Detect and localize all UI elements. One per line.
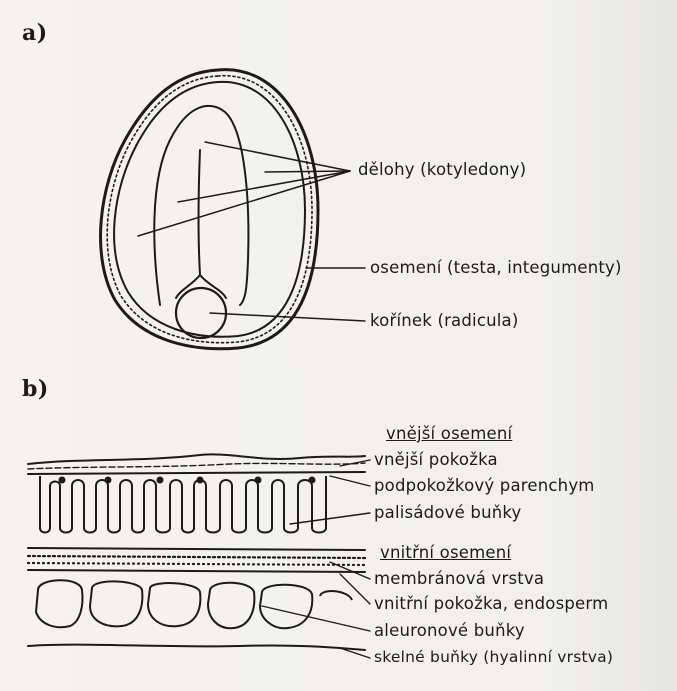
label-glass-cells: skelné buňky (hyalinní vrstva)	[374, 648, 613, 666]
label-inner-epidermis: vnitřní pokožka, endosperm	[374, 594, 608, 613]
label-cotyledons: dělohy (kotyledony)	[358, 160, 526, 179]
palisade-cells	[40, 476, 326, 533]
label-membrane-layer: membránová vrstva	[374, 569, 544, 588]
outer-epidermis-lower	[28, 472, 365, 474]
cotyledon-division	[199, 150, 201, 275]
label-outer-epidermis: vnější pokožka	[374, 450, 498, 469]
outer-testa-header: vnější osemení	[386, 424, 512, 443]
inner-testa-header: vnitřní osemení	[380, 543, 511, 562]
label-aleurone-cells: aleuronové buňky	[374, 621, 525, 640]
membrane-texture-2	[28, 563, 365, 565]
glass-cells-line	[28, 645, 365, 650]
leader-cotyledons-1	[205, 142, 350, 171]
leader-cotyledons-2	[265, 171, 350, 172]
label-palisade-cells: palisádové buňky	[374, 503, 522, 522]
leader-inner-epidermis	[340, 574, 370, 604]
membrane-texture	[28, 556, 365, 558]
outer-epidermis-band	[28, 454, 365, 464]
label-testa: osemení (testa, integumenty)	[370, 258, 622, 277]
panel-b-label: b)	[22, 376, 49, 402]
membrane-top	[28, 548, 365, 550]
label-radicle: kořínek (radicula)	[370, 311, 519, 330]
leader-palisade	[290, 513, 370, 524]
membrane-bottom	[28, 570, 365, 572]
label-hypodermal-parenchyma: podpokožkový parenchym	[374, 476, 595, 495]
outer-epidermis-texture	[28, 463, 365, 469]
aleurone-cells	[36, 580, 352, 628]
leader-hypodermal	[330, 476, 370, 486]
seed-coat-inner	[114, 82, 305, 337]
